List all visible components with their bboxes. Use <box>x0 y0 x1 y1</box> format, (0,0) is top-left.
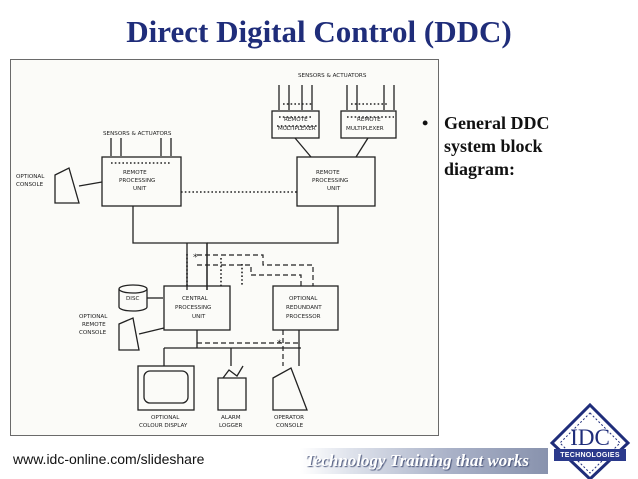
svg-text:DISC: DISC <box>126 296 140 302</box>
remote-processing-unit-left-box <box>101 156 182 207</box>
svg-text:PROCESSING: PROCESSING <box>119 178 155 184</box>
svg-text:REMOTE: REMOTE <box>316 170 340 176</box>
svg-text:*: * <box>277 339 282 349</box>
remote-processing-unit-right-box <box>296 156 376 207</box>
svg-text:OPTIONAL: OPTIONAL <box>151 415 180 421</box>
remote-multiplexer-2-box <box>340 110 397 139</box>
svg-text:COLOUR DISPLAY: COLOUR DISPLAY <box>139 423 188 429</box>
svg-text:UNIT: UNIT <box>133 186 147 192</box>
svg-text:OPTIONAL: OPTIONAL <box>79 314 108 320</box>
slide-title: Direct Digital Control (DDC) <box>126 14 512 49</box>
footer-url: www.idc-online.com/slideshare <box>13 451 205 467</box>
svg-text:REMOTE: REMOTE <box>82 322 106 328</box>
svg-text:CONSOLE: CONSOLE <box>79 330 107 336</box>
svg-text:UNIT: UNIT <box>327 186 341 192</box>
sensor-lines-left <box>110 138 172 156</box>
footer-tagline: Technology Training that works <box>305 451 530 470</box>
ddc-block-diagram: * * SENSORS & ACTUATORS SENSORS & ACTUAT… <box>10 59 439 436</box>
svg-text:MULTIPLEXER: MULTIPLEXER <box>346 126 384 132</box>
remote-multiplexer-1-box <box>271 110 320 139</box>
svg-text:PROCESSING: PROCESSING <box>175 305 211 311</box>
svg-text:REMOTE: REMOTE <box>284 117 308 123</box>
bullet-text: General DDC system block diagram: <box>444 113 550 179</box>
bullet-dot: • <box>422 113 429 133</box>
svg-text:UNIT: UNIT <box>192 314 206 320</box>
svg-text:OPTIONAL: OPTIONAL <box>16 174 45 180</box>
colour-display-shape <box>137 365 195 411</box>
footer-gradient-band <box>300 448 548 474</box>
svg-text:MULTIPLEXER: MULTIPLEXER <box>278 126 316 132</box>
sensor-lines-top <box>278 85 395 110</box>
svg-text:OPTIONAL: OPTIONAL <box>289 296 318 302</box>
sensors-left-label: SENSORS & ACTUATORS <box>103 131 172 137</box>
svg-text:CONSOLE: CONSOLE <box>16 182 44 188</box>
sensors-top-label: SENSORS & ACTUATORS <box>298 73 367 79</box>
optional-console-shape <box>54 167 80 204</box>
svg-text:PROCESSOR: PROCESSOR <box>286 314 321 320</box>
redundant-processor-box <box>272 285 339 331</box>
svg-text:REMOTE: REMOTE <box>123 170 147 176</box>
logo-word: IDC <box>570 425 610 450</box>
svg-text:CENTRAL: CENTRAL <box>182 296 209 302</box>
svg-text:ALARM: ALARM <box>221 415 241 421</box>
svg-text:CONSOLE: CONSOLE <box>276 423 304 429</box>
disc-top <box>118 284 148 294</box>
idc-logo: IDC TECHNOLOGIES <box>548 403 632 479</box>
svg-text:REMOTE: REMOTE <box>357 117 381 123</box>
alarm-logger-shape <box>217 377 247 411</box>
svg-text:*: * <box>193 253 198 263</box>
svg-text:OPERATOR: OPERATOR <box>274 415 304 421</box>
operator-console-shape <box>272 367 308 411</box>
svg-text:REDUNDANT: REDUNDANT <box>286 305 322 311</box>
logo-subtext: TECHNOLOGIES <box>560 452 620 459</box>
svg-text:PROCESSING: PROCESSING <box>312 178 348 184</box>
svg-text:LOGGER: LOGGER <box>219 423 243 429</box>
